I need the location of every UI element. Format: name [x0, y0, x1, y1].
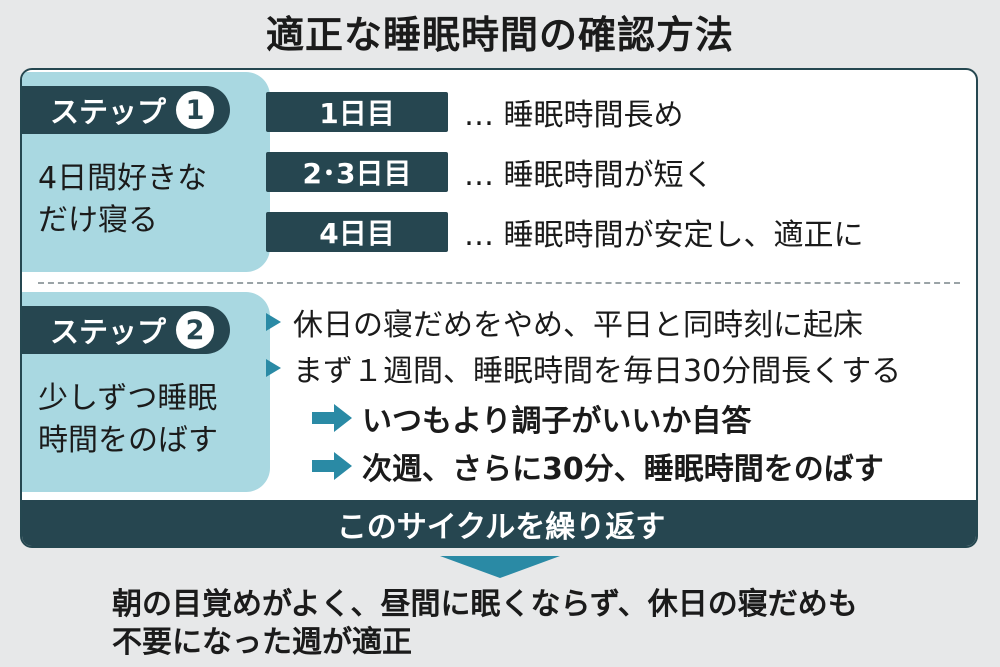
step-1-number: 1	[176, 91, 215, 129]
bullet-row-1: 休日の寝だめをやめ、平日と同時刻に起床	[266, 300, 863, 344]
arrow-text: いつもより調子がいいか自答	[362, 404, 752, 439]
day-badge: 2･3日目	[266, 152, 448, 192]
bullet-text: 休日の寝だめをやめ、平日と同時刻に起床	[293, 308, 863, 343]
arrow-row-1: いつもより調子がいいか自答	[312, 396, 751, 440]
step-1-description: 4日間好きな だけ寝る	[38, 158, 258, 242]
day-text: … 睡眠時間が安定し、適正に	[464, 218, 864, 253]
step-1-label-text: ステップ	[50, 95, 167, 129]
day-row-3: 4日目 … 睡眠時間が安定し、適正に	[266, 210, 864, 254]
triangle-bullet-icon	[266, 313, 281, 331]
day-text: … 睡眠時間長め	[464, 98, 684, 133]
step-2-box: ステップ 2 少しずつ睡眠 時間をのばす	[22, 292, 270, 492]
day-badge: 1日目	[266, 92, 448, 132]
step-1-desc-line2: だけ寝る	[38, 203, 158, 238]
step-2-label-text: ステップ	[50, 315, 167, 349]
day-text: … 睡眠時間が短く	[464, 158, 714, 193]
cycle-banner: このサイクルを繰り返す	[22, 500, 976, 546]
step-2-desc-line1: 少しずつ睡眠	[38, 381, 218, 416]
right-arrow-icon	[312, 452, 352, 480]
dashed-divider	[38, 282, 960, 284]
page-title: 適正な睡眠時間の確認方法	[265, 13, 734, 57]
day-row-2: 2･3日目 … 睡眠時間が短く	[266, 150, 714, 194]
step-2-desc-line2: 時間をのばす	[38, 423, 218, 458]
conclusion-line2: 不要になった週が適正	[112, 625, 412, 660]
step-2-number: 2	[176, 311, 215, 349]
day-badge: 4日目	[266, 212, 448, 252]
conclusion-text: 朝の目覚めがよく、昼間に眠くならず、休日の寝だめも 不要になった週が適正	[112, 586, 972, 662]
step-1-desc-line1: 4日間好きな	[38, 161, 208, 196]
arrow-row-2: 次週、さらに30分、睡眠時間をのばす	[312, 444, 884, 488]
down-arrow-icon	[440, 556, 560, 578]
bullet-text: まず１週間、睡眠時間を毎日30分間長くする	[293, 354, 902, 389]
right-arrow-icon	[312, 404, 352, 432]
step-1-box: ステップ 1 4日間好きな だけ寝る	[22, 72, 270, 272]
step-2-description: 少しずつ睡眠 時間をのばす	[38, 378, 258, 462]
day-row-1: 1日目 … 睡眠時間長め	[266, 90, 684, 134]
step-2-label: ステップ 2	[22, 306, 230, 354]
step-1-label: ステップ 1	[22, 86, 230, 134]
arrow-text: 次週、さらに30分、睡眠時間をのばす	[362, 452, 884, 487]
conclusion-line1: 朝の目覚めがよく、昼間に眠くならず、休日の寝だめも	[112, 587, 858, 622]
bullet-row-2: まず１週間、睡眠時間を毎日30分間長くする	[266, 346, 901, 390]
steps-panel: ステップ 1 4日間好きな だけ寝る 1日目 … 睡眠時間長め 2･3日目 … …	[20, 68, 978, 548]
triangle-bullet-icon	[266, 359, 281, 377]
